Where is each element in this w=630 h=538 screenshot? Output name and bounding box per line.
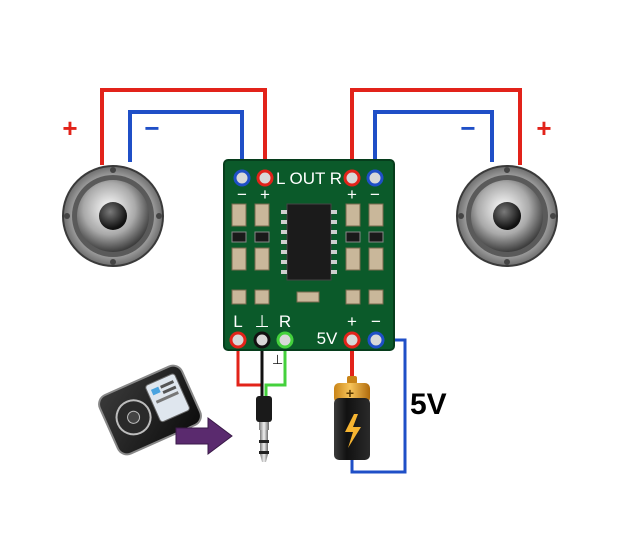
left-speaker-icon	[62, 165, 164, 267]
in-right-pin	[276, 331, 294, 349]
right-speaker-positive-wire	[350, 88, 522, 178]
power-minus-pin	[367, 331, 385, 349]
smd-components-left	[231, 203, 270, 271]
audio-jack-icon	[256, 396, 272, 462]
out-left-plus-pin	[256, 169, 274, 187]
smd-components-right	[345, 203, 384, 271]
in-left-label: L	[233, 312, 242, 331]
power-plus-label: +	[347, 312, 357, 331]
left-speaker-plus-label: +	[62, 113, 77, 143]
input-right-wire	[264, 340, 287, 398]
in-left-pin	[229, 331, 247, 349]
right-speaker-minus-label: −	[460, 113, 475, 143]
out-left-minus-label: −	[237, 185, 247, 204]
left-speaker-negative-wire	[128, 110, 244, 178]
power-5v-label: 5V	[317, 329, 338, 348]
out-right-plus-pin	[343, 169, 361, 187]
mp3-player-icon	[98, 364, 202, 456]
left-speaker-positive-wire	[100, 88, 267, 178]
battery-icon	[334, 376, 370, 460]
battery-plus-label: +	[346, 385, 354, 401]
power-minus-label: −	[371, 312, 381, 331]
out-right-minus-pin	[366, 169, 384, 187]
out-left-plus-label: +	[260, 185, 270, 204]
power-plus-pin	[343, 331, 361, 349]
left-speaker-minus-label: −	[144, 113, 159, 143]
right-speaker-negative-wire	[373, 110, 494, 178]
jack-ground-symbol: ⊥	[272, 352, 283, 367]
power-negative-wire	[350, 338, 407, 474]
voltage-label: 5V	[410, 388, 447, 421]
ic-chip	[281, 203, 337, 281]
in-ground-pin	[253, 331, 271, 349]
smd-components-bottom	[231, 289, 384, 305]
amplifier-board: L OUT R − + + −	[223, 159, 395, 351]
out-label: L OUT R	[276, 169, 342, 188]
right-speaker-icon	[456, 165, 558, 267]
out-left-minus-pin	[233, 169, 251, 187]
out-right-minus-label: −	[370, 185, 380, 204]
arrow-icon	[175, 417, 233, 455]
out-right-plus-label: +	[347, 185, 357, 204]
in-right-label: R	[279, 312, 291, 331]
in-ground-label: ⊥	[255, 312, 270, 331]
right-speaker-plus-label: +	[536, 113, 551, 143]
